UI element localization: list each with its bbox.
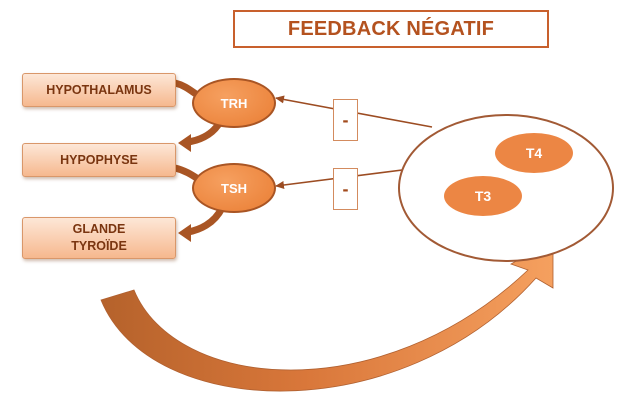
trh-arrow-head (178, 134, 191, 152)
inhibition-sign-lower: - (342, 178, 349, 199)
tsh-arrow-head (178, 224, 191, 242)
tsh-label: TSH (221, 180, 247, 196)
hypophyse-label: HYPOPHYSE (60, 152, 138, 167)
tsh-to-glande-arrow (187, 206, 226, 236)
inhibition-box-lower: - (333, 168, 358, 210)
hypothalamus-label: HYPOTHALAMUS (46, 82, 152, 97)
tsh-ellipse: TSH (192, 163, 276, 213)
trh-ellipse: TRH (192, 78, 276, 128)
t4-ellipse: T4 (495, 133, 573, 173)
inhibition-sign-upper: - (342, 109, 349, 130)
glande-tyroide-box: GLANDE TYROÏDE (22, 217, 176, 259)
t3-label: T3 (474, 188, 492, 204)
hypothalamus-box: HYPOTHALAMUS (22, 73, 176, 107)
glande-label-line1: GLANDE (72, 222, 126, 236)
inhibition-box-upper: - (333, 99, 358, 141)
big-curved-arrow (100, 239, 554, 392)
diagram-title: FEEDBACK NÉGATIF (233, 10, 549, 48)
t3-ellipse: T3 (444, 176, 522, 216)
trh-label: TRH (220, 95, 248, 111)
t4-label: T4 (525, 145, 543, 161)
glande-label-line2: TYROÏDE (71, 239, 127, 253)
hypophyse-box: HYPOPHYSE (22, 143, 176, 177)
